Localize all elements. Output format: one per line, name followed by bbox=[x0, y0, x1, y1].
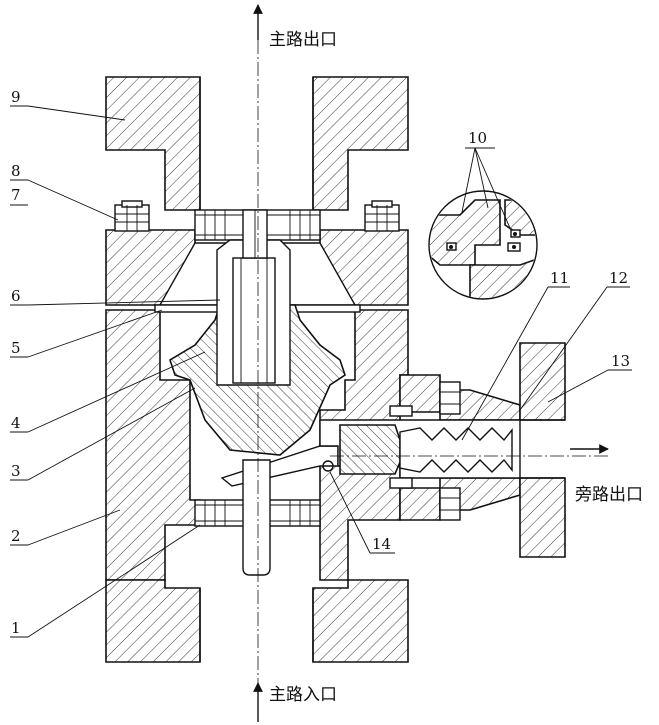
bolt-left-head bbox=[121, 200, 143, 208]
bolt-left bbox=[114, 204, 150, 232]
main-outlet-label: 主路出口 bbox=[269, 30, 337, 50]
bypass-retainer bbox=[389, 405, 413, 417]
top-flange-right bbox=[312, 76, 409, 211]
callout-6: 6 bbox=[11, 287, 21, 305]
bypass-bolt-top bbox=[439, 381, 461, 415]
callout-13: 13 bbox=[611, 352, 630, 370]
main-inlet-label: 主路入口 bbox=[269, 685, 337, 705]
callout-7: 7 bbox=[11, 186, 21, 204]
callout-5: 5 bbox=[11, 339, 21, 357]
callout-11: 11 bbox=[550, 269, 569, 287]
bypass-flange-low bbox=[519, 477, 566, 558]
bypass-spring bbox=[399, 427, 513, 473]
callout-14: 14 bbox=[372, 535, 391, 553]
callout-4: 4 bbox=[11, 414, 21, 432]
bottom-flange-left bbox=[105, 579, 201, 663]
callout-10: 10 bbox=[468, 129, 487, 147]
bypass-flange bbox=[519, 342, 566, 421]
bottom-flange-right bbox=[312, 579, 409, 663]
callout-9: 9 bbox=[11, 88, 21, 106]
guide-bore bbox=[232, 257, 276, 384]
callout-12: 12 bbox=[609, 269, 628, 287]
bypass-housing-bottom bbox=[399, 487, 441, 521]
lower-stem bbox=[242, 459, 271, 576]
top-flange-left bbox=[105, 76, 201, 211]
bolt-right-head bbox=[371, 200, 393, 208]
callout-2: 2 bbox=[11, 527, 21, 545]
bolt-right bbox=[364, 204, 400, 232]
bypass-outlet-label: 旁路出口 bbox=[575, 485, 643, 505]
callout-8: 8 bbox=[11, 162, 21, 180]
detail-view-10 bbox=[428, 190, 538, 300]
callout-1: 1 bbox=[11, 619, 21, 637]
bypass-retainer-low bbox=[389, 477, 413, 489]
bypass-piston bbox=[339, 424, 401, 475]
bypass-bolt-bottom bbox=[439, 487, 461, 521]
callout-3: 3 bbox=[11, 462, 21, 480]
